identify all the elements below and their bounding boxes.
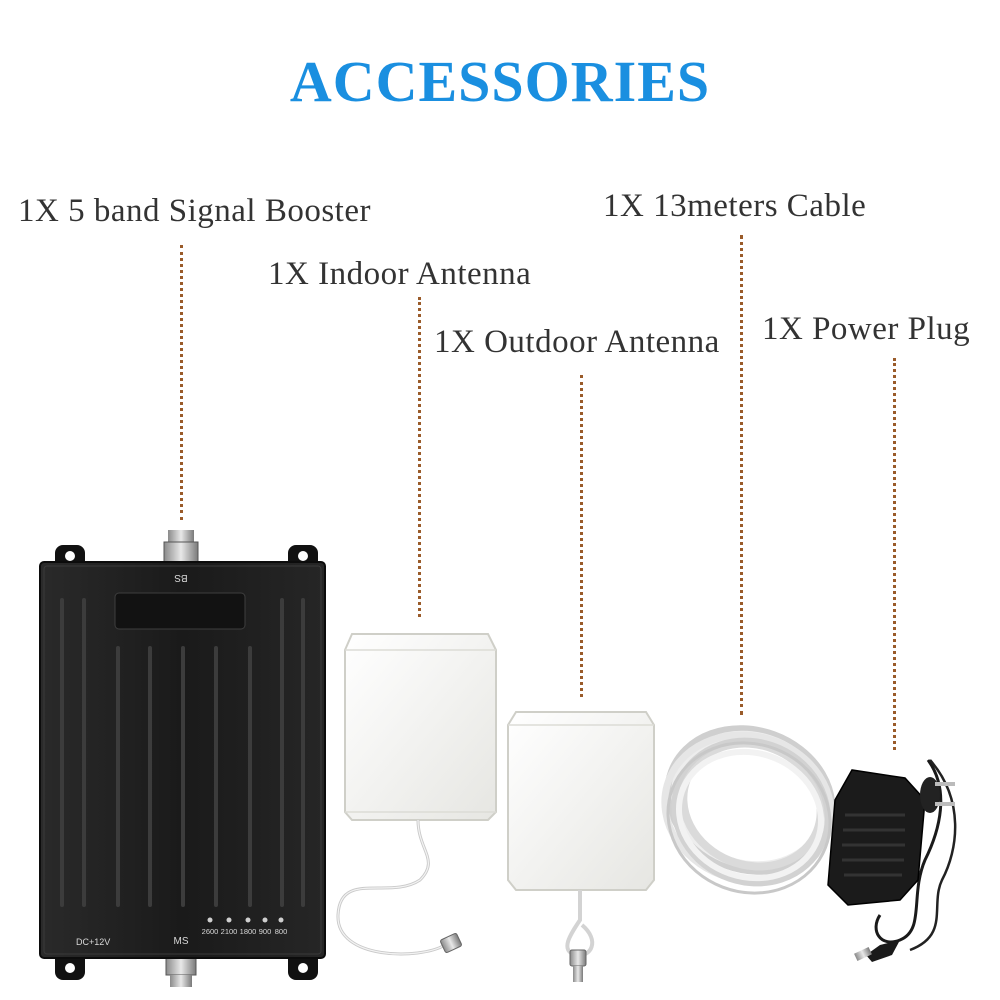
band-label-2600: 2600 [202, 927, 219, 936]
leader-line-booster [180, 245, 183, 520]
coiled-cable-image [661, 725, 836, 895]
label-signal-booster: 1X 5 band Signal Booster [18, 193, 371, 229]
label-power-plug: 1X Power Plug [762, 311, 971, 347]
power-plug-image [827, 759, 957, 962]
indoor-antenna-image [336, 633, 497, 956]
page-title: ACCESSORIES [289, 49, 711, 114]
signal-booster-image [39, 530, 326, 987]
leader-line-cable [740, 235, 743, 715]
leader-line-outdoor [580, 375, 583, 697]
band-label-900: 900 [259, 927, 272, 936]
outdoor-antenna-image [507, 711, 655, 982]
label-indoor-antenna: 1X Indoor Antenna [268, 256, 532, 292]
band-label-2100: 2100 [221, 927, 238, 936]
leader-line-indoor [418, 297, 421, 617]
power-label: DC+12V [76, 937, 110, 947]
leader-line-plug [893, 358, 896, 750]
band-label-1800: 1800 [240, 927, 257, 936]
label-cable: 1X 13meters Cable [603, 188, 867, 224]
label-outdoor-antenna: 1X Outdoor Antenna [434, 324, 720, 360]
band-label-800: 800 [275, 927, 288, 936]
ms-port-label: MS [174, 936, 189, 947]
bs-port-label: BS [174, 572, 188, 583]
